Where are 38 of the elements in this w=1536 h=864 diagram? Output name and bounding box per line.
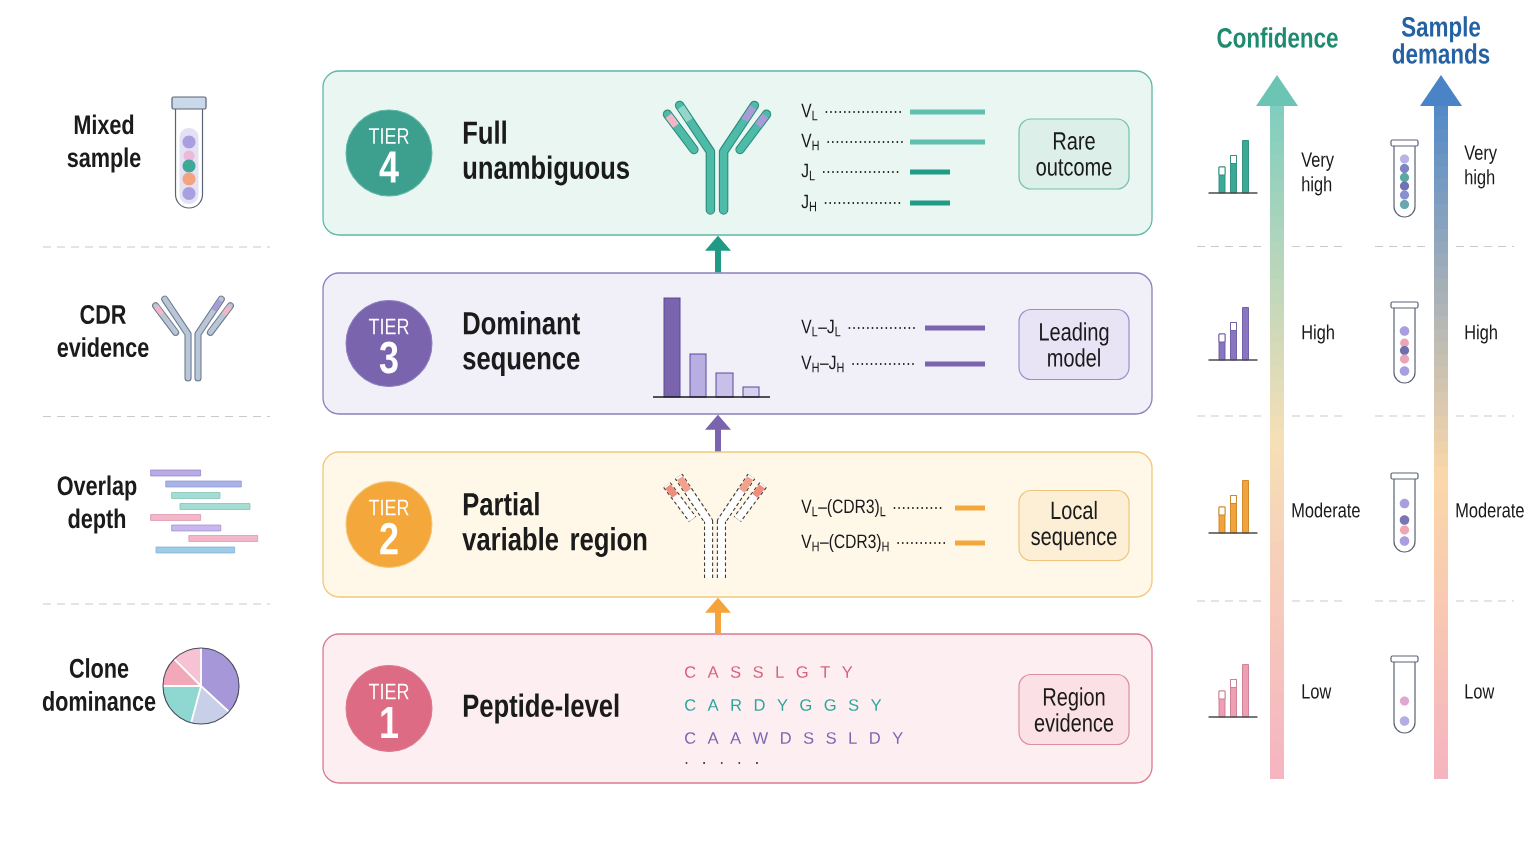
panel-heading: Dominant sequence	[463, 311, 580, 376]
outcome-tag: Region evidence	[1018, 673, 1130, 746]
tier-badge: TIER 3	[345, 300, 433, 387]
tier-badge: TIER 2	[345, 481, 433, 568]
region-label: V$_{H}$	[801, 133, 819, 151]
column-title: Sample demands	[1392, 16, 1490, 64]
panel-heading: Peptide-level	[463, 693, 619, 724]
level-label: Moderate	[1292, 502, 1360, 518]
region-label: V$_{L}$	[801, 103, 818, 121]
level-label: Very high	[1301, 152, 1334, 196]
outcome-tag: Rare outcome	[1018, 118, 1130, 190]
ellipsis: . . . . .	[685, 762, 758, 764]
tier-badge: TIER 4	[345, 109, 433, 197]
outcome-tag: Leading model	[1018, 308, 1130, 381]
region-label: V$_{L}$–J$_{L}$	[801, 319, 841, 337]
panel-heading: Partial variable region	[462, 492, 647, 557]
row-heading: CDR evidence	[57, 304, 149, 358]
level-label: Low	[1302, 684, 1332, 699]
region-label: V$_{H}$–(CDR3)$_{H}$	[801, 533, 889, 553]
column-title: Confidence	[1217, 27, 1338, 48]
level-label: Low	[1465, 684, 1495, 699]
row-heading: Overlap depth	[57, 475, 137, 534]
region-label: V$_{L}$–(CDR3)$_{L}$	[801, 498, 886, 518]
level-label: Very high	[1464, 145, 1497, 189]
region-label: V$_{H}$–J$_{H}$	[801, 355, 844, 373]
sequence-text: C A A W D S S L D Y	[685, 732, 903, 744]
level-label: High	[1465, 324, 1497, 344]
sequence-text: C A R D Y G G S Y	[685, 699, 882, 711]
outcome-tag: Local sequence	[1018, 489, 1130, 562]
region-label: J$_{L}$	[801, 163, 815, 181]
tier-badge: TIER 1	[345, 665, 433, 752]
row-heading: Clone dominance	[42, 658, 156, 711]
row-heading: Mixed sample	[67, 114, 141, 173]
sequence-text: C A S S L G T Y	[685, 666, 853, 678]
panel-heading: Full unambiguous	[463, 120, 629, 186]
level-label: High	[1302, 324, 1334, 344]
region-label: J$_{H}$	[801, 194, 816, 212]
level-label: Moderate	[1456, 502, 1524, 518]
